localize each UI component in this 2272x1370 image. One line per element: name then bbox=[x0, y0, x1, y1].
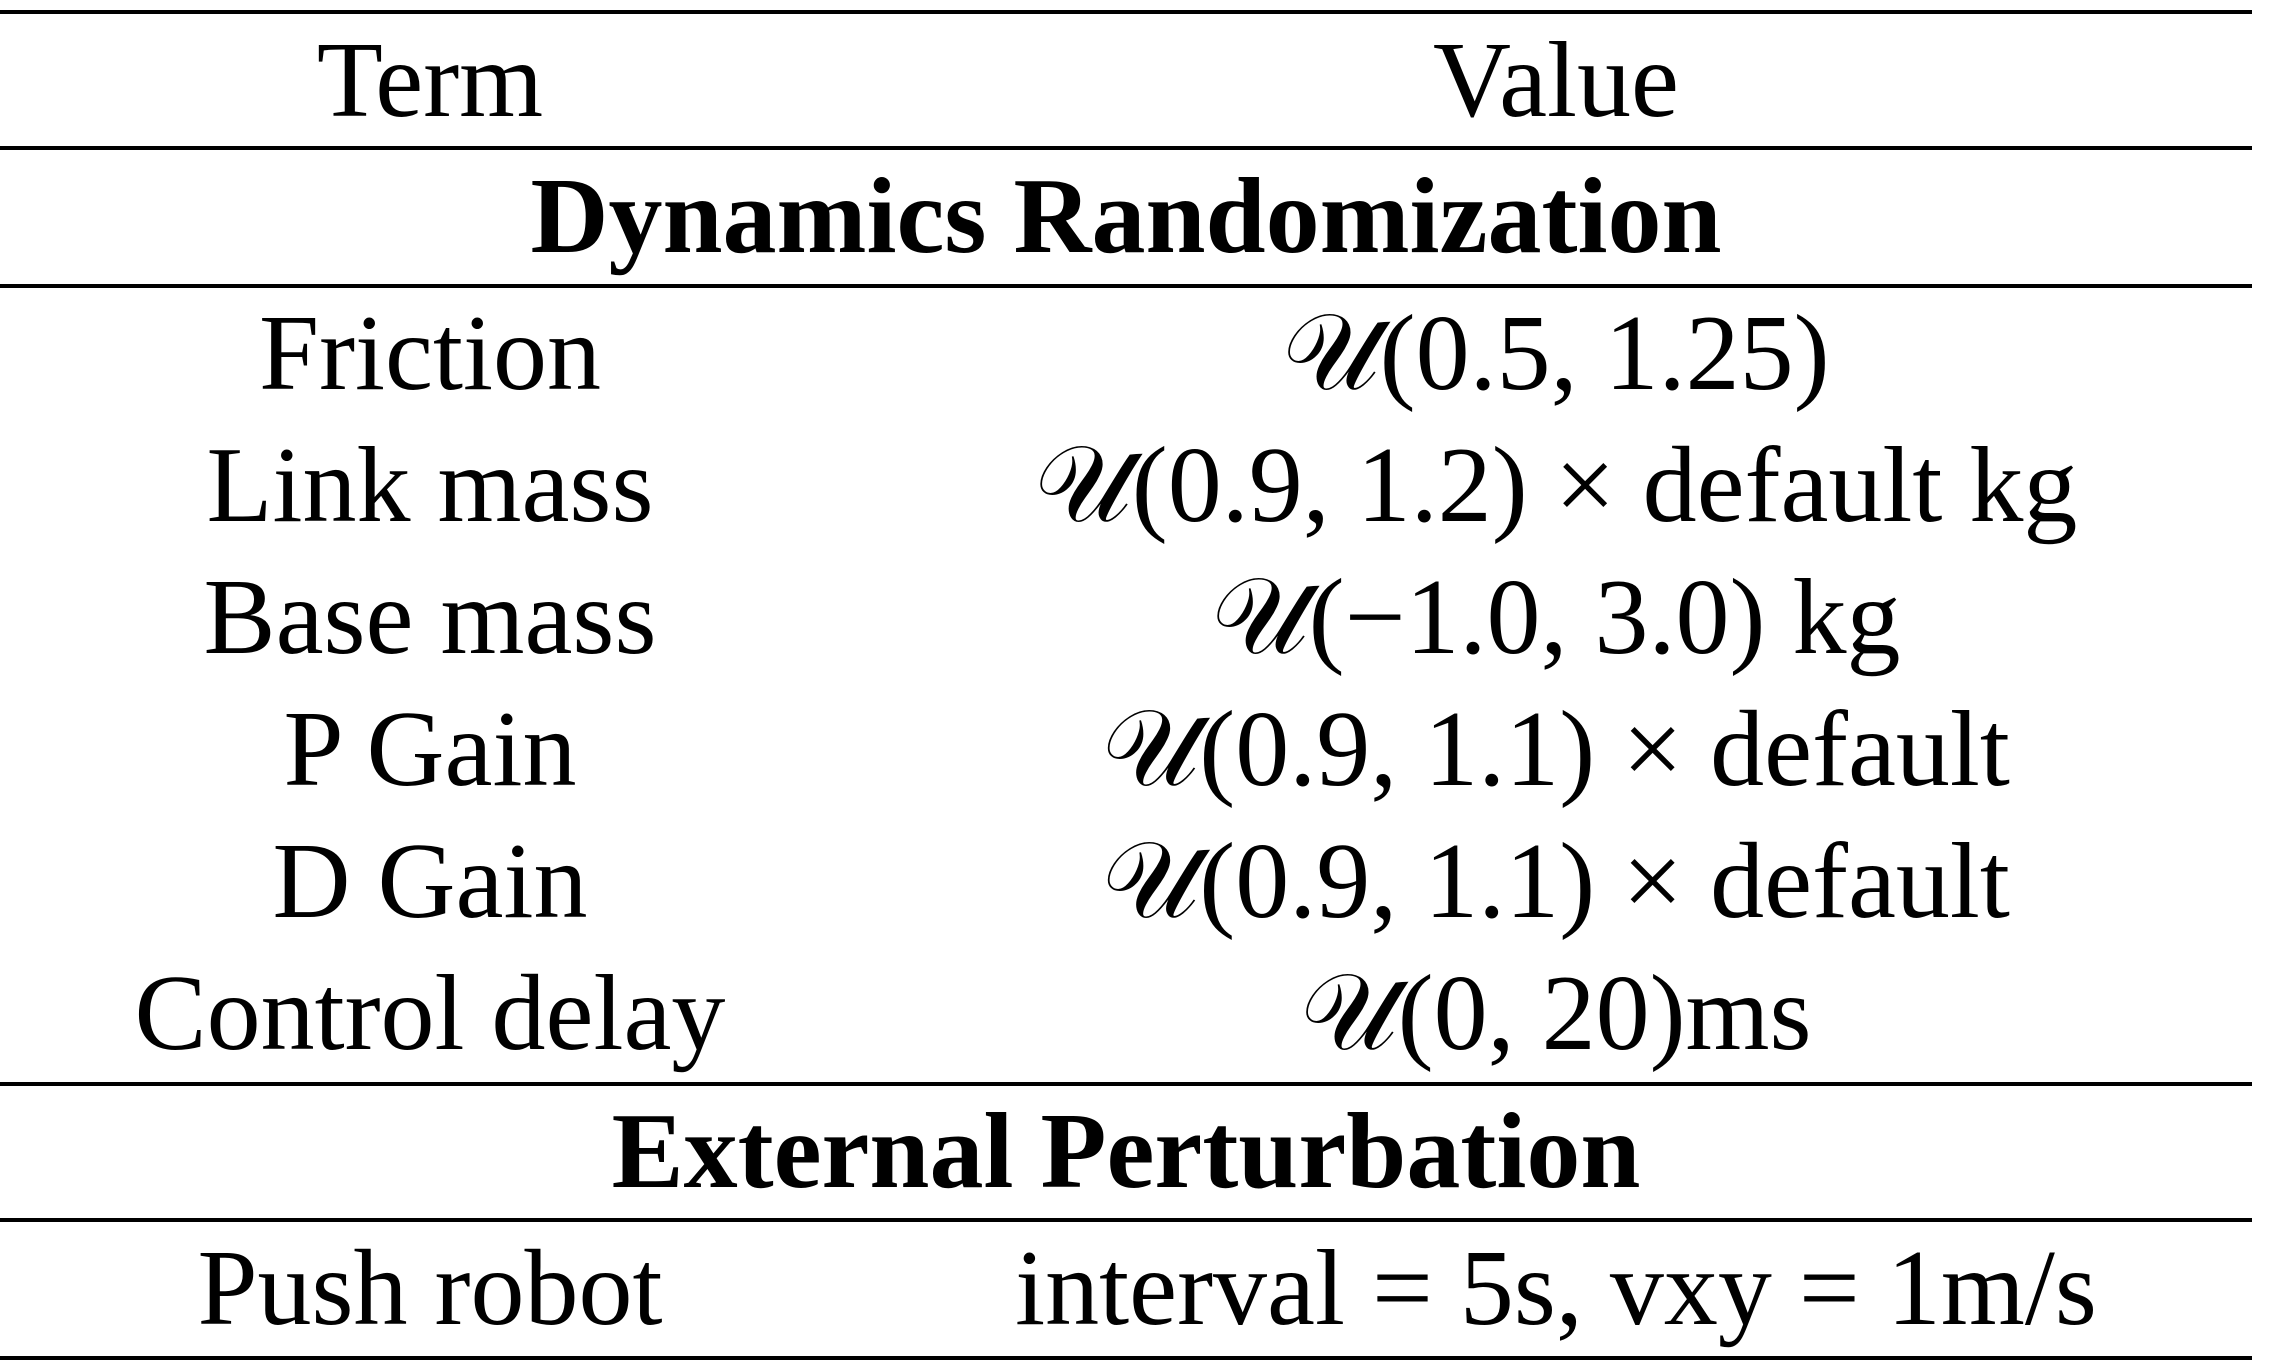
value-cell: 𝒰(0.9, 1.1) × default bbox=[1102, 690, 2010, 809]
header-row: Term Value bbox=[0, 14, 2252, 148]
term-cell: Link mass bbox=[206, 426, 654, 545]
value-cell: 𝒰(0.9, 1.2) × default kg bbox=[1034, 426, 2078, 545]
term-cell: P Gain bbox=[283, 690, 577, 809]
term-cell: Push robot bbox=[197, 1229, 663, 1348]
header-rule bbox=[0, 146, 2252, 150]
table-row: Link mass 𝒰(0.9, 1.2) × default kg bbox=[0, 420, 2252, 552]
table-row: Control delay 𝒰(0, 20)ms bbox=[0, 948, 2252, 1080]
table-row: Push robot interval = 5s, vxy = 1m/s bbox=[0, 1222, 2252, 1356]
section-title-external-perturbation: External Perturbation bbox=[611, 1092, 1641, 1211]
section-rule-external-top bbox=[0, 1082, 2252, 1086]
term-cell: Base mass bbox=[203, 558, 657, 677]
section-rule-external bbox=[0, 1218, 2252, 1222]
section-title-dynamics-randomization: Dynamics Randomization bbox=[530, 157, 1722, 276]
section-row-external: External Perturbation bbox=[0, 1086, 2252, 1218]
term-cell: Control delay bbox=[134, 954, 726, 1073]
value-cell: 𝒰(0, 20)ms bbox=[1300, 954, 1812, 1073]
section-row-dynamics: Dynamics Randomization bbox=[0, 150, 2252, 284]
value-cell: 𝒰(0.5, 1.25) bbox=[1282, 294, 1830, 413]
header-value: Value bbox=[1433, 21, 1679, 140]
table-row: P Gain 𝒰(0.9, 1.1) × default bbox=[0, 684, 2252, 816]
table-row: D Gain 𝒰(0.9, 1.1) × default bbox=[0, 816, 2252, 948]
term-cell: Friction bbox=[259, 294, 601, 413]
value-cell: interval = 5s, vxy = 1m/s bbox=[1015, 1229, 2097, 1348]
top-rule bbox=[0, 10, 2252, 14]
bottom-rule bbox=[0, 1356, 2252, 1360]
table-row: Friction 𝒰(0.5, 1.25) bbox=[0, 288, 2252, 420]
value-cell: 𝒰(−1.0, 3.0) kg bbox=[1211, 558, 1901, 677]
header-term: Term bbox=[316, 21, 544, 140]
value-cell: 𝒰(0.9, 1.1) × default bbox=[1102, 822, 2010, 941]
section-rule-dynamics bbox=[0, 284, 2252, 288]
term-cell: D Gain bbox=[272, 822, 588, 941]
table-row: Base mass 𝒰(−1.0, 3.0) kg bbox=[0, 552, 2252, 684]
